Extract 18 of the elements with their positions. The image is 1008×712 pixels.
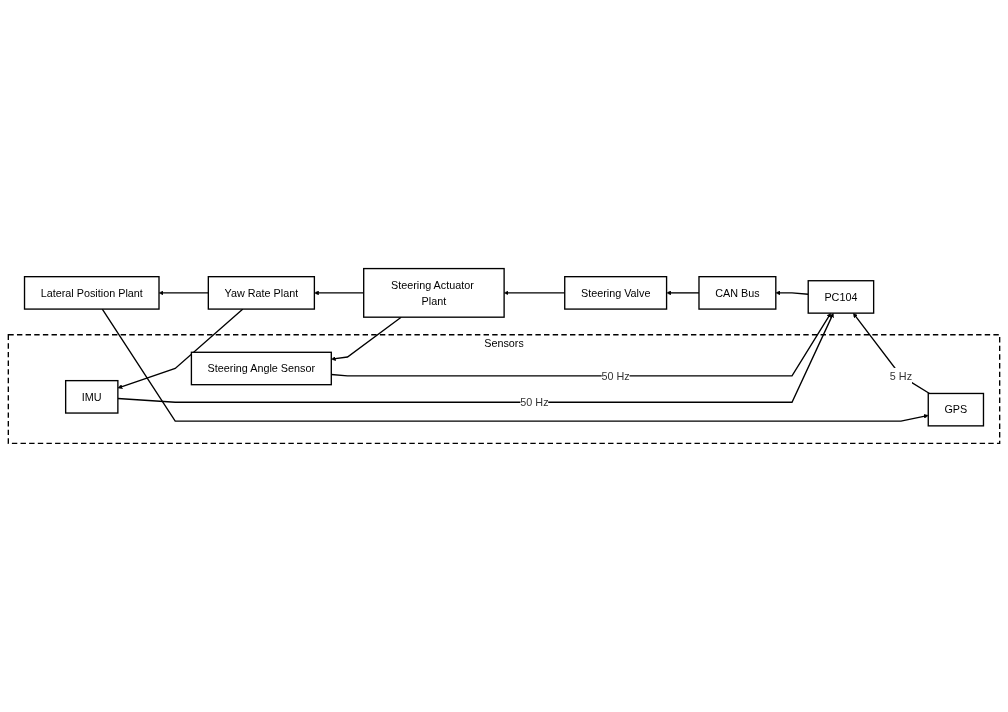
arrow xyxy=(775,290,809,296)
node-box: Yaw Rate Plant xyxy=(207,276,316,310)
node-box: Steering Angle Sensor xyxy=(190,351,332,386)
node-box: CAN Bus xyxy=(698,276,777,310)
arrow xyxy=(101,308,929,422)
arrow xyxy=(117,308,244,389)
node-box: Steering Actuator Plant xyxy=(363,267,505,318)
node-box: Steering Valve xyxy=(564,276,668,310)
node-box: Lateral Position Plant xyxy=(23,276,160,310)
edge-label: 50 Hz xyxy=(520,396,549,409)
edge-label: 5 Hz xyxy=(889,369,913,382)
node-box: IMU xyxy=(65,379,119,414)
arrow xyxy=(853,312,931,395)
arrow xyxy=(331,316,402,361)
node-box: GPS xyxy=(927,392,985,427)
edge-label: 50 Hz xyxy=(601,369,630,382)
node-box: PC104 xyxy=(807,280,875,314)
arrow xyxy=(117,312,834,403)
